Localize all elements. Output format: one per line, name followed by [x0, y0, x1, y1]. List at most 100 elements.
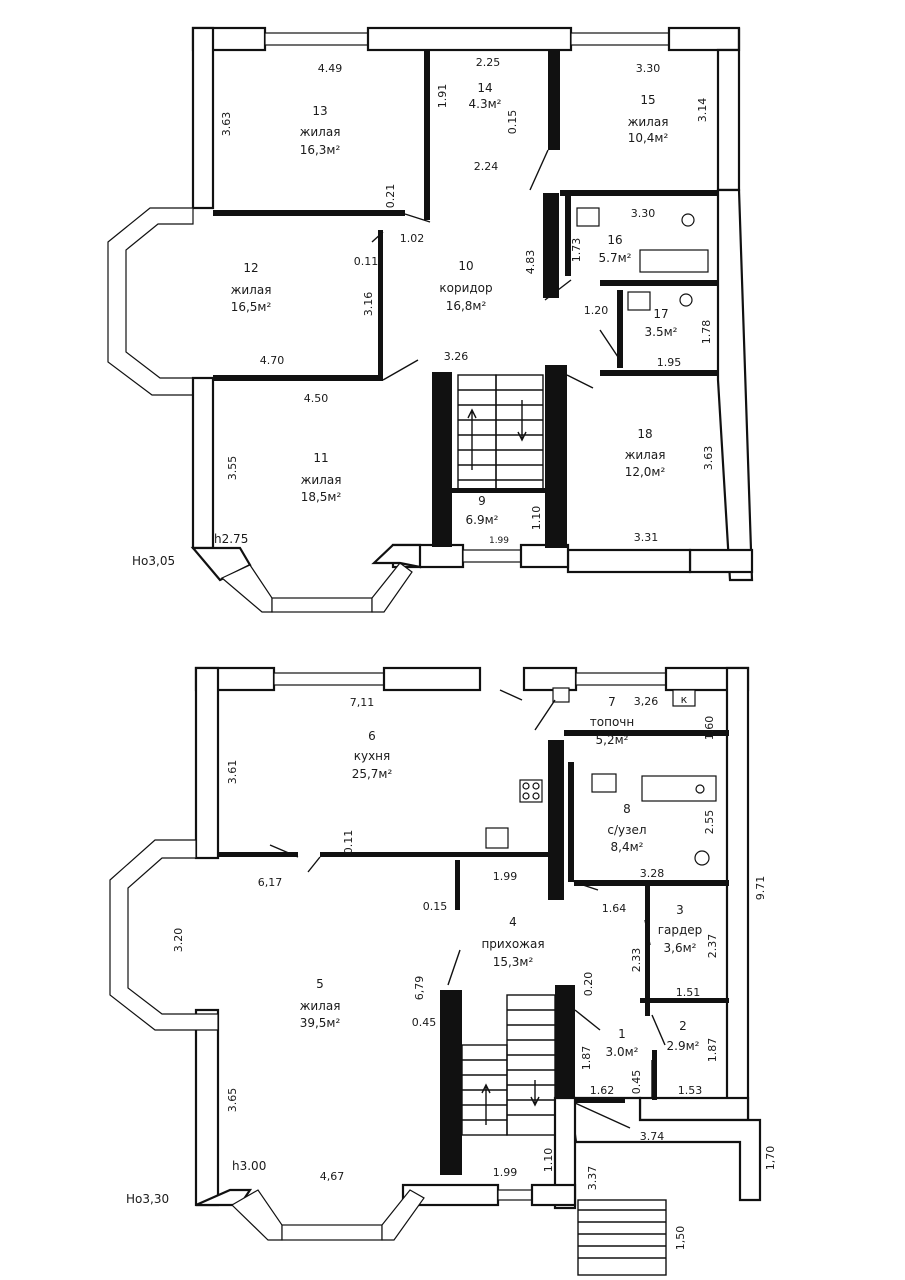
ground-outer-walls: [109, 666, 762, 1276]
room-area: 8,4м²: [611, 840, 644, 854]
dimension-label: 1.02: [400, 232, 425, 245]
upper-room-10: 10 коридор 16,8м²: [439, 259, 492, 313]
ground-room-1: 1 3.0м²: [606, 1027, 639, 1059]
dimension-label: 1.99: [493, 1166, 518, 1179]
ground-room-7: 7 топочн 5,2м²: [590, 695, 634, 747]
room-name: с/узел: [607, 823, 646, 837]
upper-room-12: 12 жилая 16,5м²: [231, 261, 272, 314]
room-name: жилая: [301, 473, 342, 487]
room-name: жилая: [300, 999, 341, 1013]
room-area: 10,4м²: [628, 131, 669, 145]
dimension-label: 1.87: [580, 1046, 593, 1071]
room-area: 3.0м²: [606, 1045, 639, 1059]
dimension-label: 1.51: [676, 986, 701, 999]
dimension-label: 3.16: [362, 292, 375, 317]
room-number: 9: [478, 494, 486, 508]
room-area: 5.7м²: [599, 251, 632, 265]
dimension-label: 1,50: [674, 1226, 687, 1251]
dimension-label: 3.55: [226, 456, 239, 481]
room-number: 4: [509, 915, 517, 929]
dimension-label: 3.63: [702, 446, 715, 471]
dimension-label: 3.61: [226, 760, 239, 785]
boiler-mark: к: [681, 693, 688, 706]
dimension-label: 0.45: [630, 1070, 643, 1095]
upper-level-mark: Ho3,05: [132, 554, 175, 568]
dimension-label: 1.95: [657, 356, 682, 369]
dimension-label: 9.71: [754, 876, 767, 901]
room-number: 15: [640, 93, 655, 107]
room-area: 6.9м²: [466, 513, 499, 527]
dimension-label: 3.20: [172, 928, 185, 953]
upper-room-18: 18 жилая 12,0м²: [625, 427, 666, 479]
dimension-label: 1.73: [570, 238, 583, 263]
ground-fixtures: к: [485, 687, 717, 866]
dimension-label: 1.99: [489, 536, 509, 546]
dimension-label: 3.74: [640, 1130, 665, 1143]
ground-room-8: 8 с/узел 8,4м²: [607, 802, 646, 854]
room-number: 14: [477, 81, 492, 95]
room-number: 13: [312, 104, 327, 118]
room-name: жилая: [625, 448, 666, 462]
upper-dimensions: 4.49 2.25 3.30 3.63 1.91 0.15 3.14 2.24 …: [220, 56, 715, 546]
dimension-label: 1.87: [706, 1038, 719, 1063]
ground-room-4: 4 прихожая 15,3м²: [481, 915, 544, 969]
dimension-label: 3,26: [634, 695, 659, 708]
room-area: 25,7м²: [352, 767, 393, 781]
dimension-label: 4.83: [524, 250, 537, 275]
dimension-label: 1.60: [703, 716, 716, 741]
dimension-label: 6,17: [258, 876, 283, 889]
room-number: 12: [243, 261, 258, 275]
upper-staircase: [457, 374, 544, 491]
room-area: 16,5м²: [231, 300, 272, 314]
dimension-label: 7,11: [350, 696, 375, 709]
dimension-label: 0.45: [412, 1016, 437, 1029]
room-area: 16,8м²: [446, 299, 487, 313]
dimension-label: 3.37: [586, 1166, 599, 1191]
dimension-label: 0.15: [423, 900, 448, 913]
dimension-label: 2.24: [474, 160, 499, 173]
dimension-label: 1.64: [602, 902, 627, 915]
room-number: 3: [676, 903, 684, 917]
room-name: топочн: [590, 715, 634, 729]
boiler-box: [672, 689, 696, 707]
room-area: 5,2м²: [596, 733, 629, 747]
dimension-label: 4,67: [320, 1170, 345, 1183]
room-number: 6: [368, 729, 376, 743]
ground-dimensions: 7,11 3,26 1.60 3.61 0.11 2.55 6,17 1.99 …: [172, 695, 777, 1250]
room-number: 8: [623, 802, 631, 816]
ground-height-mark: h3.00: [232, 1159, 266, 1173]
dimension-label: 0.15: [506, 110, 519, 135]
dimension-label: 3.65: [226, 1088, 239, 1113]
room-number: 16: [607, 233, 622, 247]
upper-room-9: 9 6.9м²: [466, 494, 499, 527]
room-area: 2.9м²: [667, 1039, 700, 1053]
room-name: жилая: [628, 115, 669, 129]
dimension-label: 1.10: [542, 1148, 555, 1173]
room-area: 12,0м²: [625, 465, 666, 479]
room-number: 7: [608, 695, 616, 709]
room-area: 16,3м²: [300, 143, 341, 157]
dimension-label: 1.99: [493, 870, 518, 883]
dimension-label: 0.20: [582, 972, 595, 997]
ground-room-5: 5 жилая 39,5м²: [300, 977, 341, 1030]
room-area: 15,3м²: [493, 955, 534, 969]
dimension-label: 1.53: [678, 1084, 703, 1097]
dimension-label: 3.31: [634, 531, 659, 544]
room-area: 18,5м²: [301, 490, 342, 504]
upper-room-17: 17 3.5м²: [645, 307, 678, 339]
ground-door-swings: [269, 689, 666, 1129]
room-number: 2: [679, 1019, 687, 1033]
room-name: жилая: [231, 283, 272, 297]
room-area: 39,5м²: [300, 1016, 341, 1030]
ground-floor-plan: к 7 топочн 5,2м² 6 кухня 25,7м²: [109, 666, 777, 1276]
room-area: 3,6м²: [664, 941, 697, 955]
room-number: 11: [313, 451, 328, 465]
room-name: прихожая: [481, 937, 544, 951]
room-number: 1: [618, 1027, 626, 1041]
upper-floor-plan: 13 жилая 16,3м² 14 4.3м² 15 жилая 10,4м²…: [107, 26, 754, 613]
room-area: 4.3м²: [469, 97, 502, 111]
dimension-label: 1.10: [530, 506, 543, 531]
ground-interior-walls: [218, 730, 729, 1175]
dimension-label: 3.26: [444, 350, 469, 363]
dimension-label: 6,79: [413, 976, 426, 1001]
